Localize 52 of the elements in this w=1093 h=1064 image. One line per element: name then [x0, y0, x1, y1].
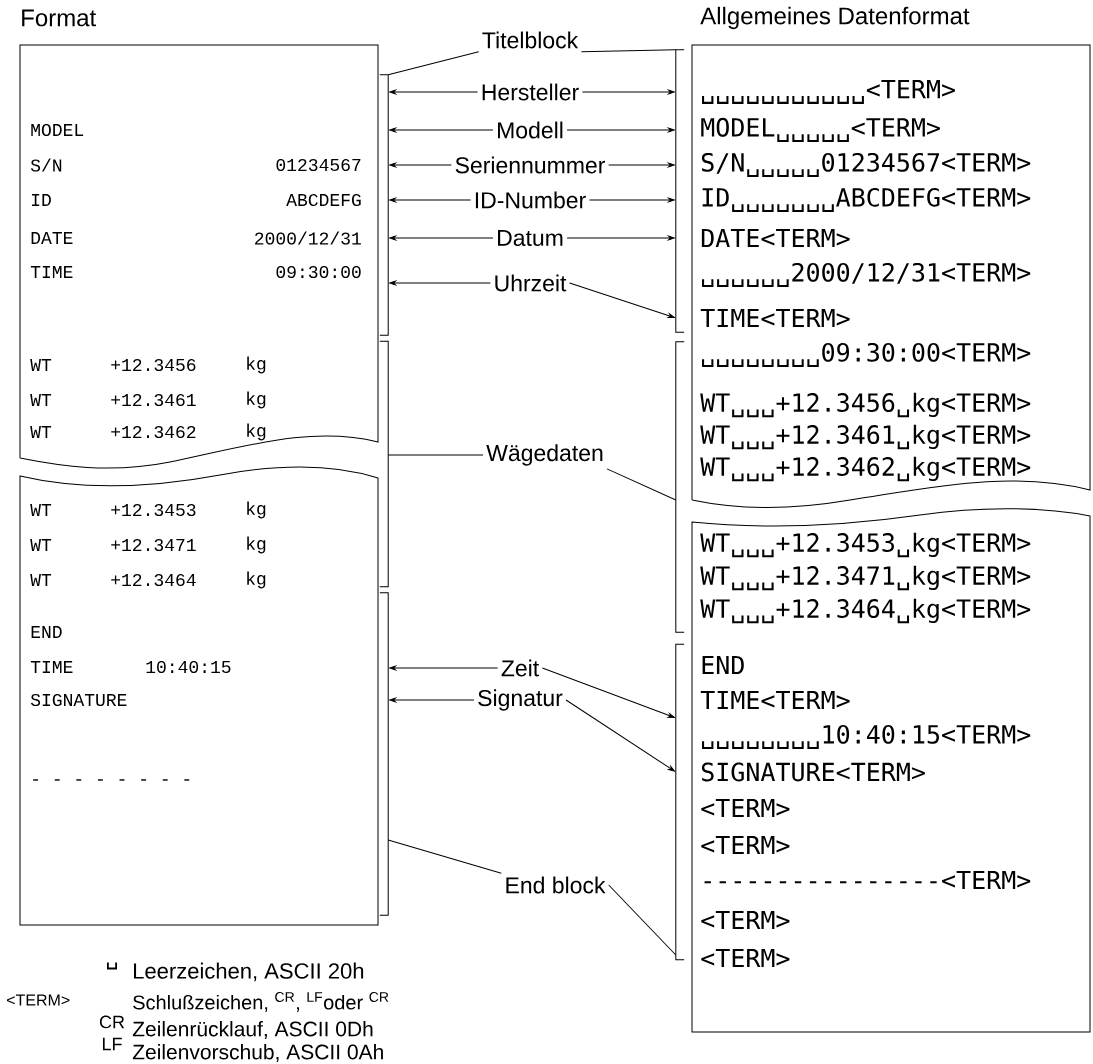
bracket	[675, 49, 685, 333]
callout-label: Hersteller	[482, 83, 579, 101]
bracket	[379, 592, 389, 916]
arrow	[569, 282, 675, 319]
leader-line	[387, 454, 484, 456]
bracket	[379, 74, 389, 336]
arrow	[389, 280, 491, 286]
callout-label: ID-Number	[475, 191, 586, 209]
leader-line	[387, 51, 480, 76]
arrow	[566, 235, 675, 241]
legend-text: Zeilenvorschub, ASCII 0Ah	[132, 1044, 383, 1062]
arrow	[389, 697, 475, 703]
heading: Allgemeines Datenformat	[700, 6, 970, 30]
callout-label: Titelblock	[482, 31, 579, 49]
arrow	[566, 127, 675, 133]
symbol-text: CR	[99, 1015, 125, 1029]
arrow	[608, 162, 675, 168]
bracket	[675, 341, 685, 633]
callout-label: Signatur	[478, 689, 563, 711]
callout-label: Uhrzeit	[495, 274, 567, 292]
arrow	[581, 89, 675, 95]
receipt-paper: MODEL S/N 01234567 ID ABCDEFG DATE 2000/12/31 TIME 09:30:00 WT +12.3456 kg WT +12.3461 kg WT +12.3462 kg	[19, 44, 379, 469]
data-sheet: WT␣␣␣+12.3453␣kg<TERM> WT␣␣␣+12.3471␣kg<TERM> WT␣␣␣+12.3464␣kg<TERM> END TIME<TERM> ␣␣␣␣␣␣␣␣10:40:15<TERM> SIGNATURE<TERM> <TERM> <TERM> ----------------<TERM> <TERM> <TERM>	[691, 508, 1091, 1033]
arrow	[389, 89, 479, 95]
data-sheet: ␣␣␣␣␣␣␣␣␣␣␣<TERM> MODEL␣␣␣␣␣<TERM> S/N␣␣␣␣␣01234567<TERM> ID␣␣␣␣␣␣␣ABCDEFG<TERM> DATE<TERM> ␣␣␣␣␣␣2000/12/31<TERM> TIME<TERM> ␣␣␣␣␣␣␣␣09:30:00<TERM> WT␣␣␣+12.3456␣kg<TERM> WT␣␣␣+12.3461␣kg<TERM> WT␣␣␣+12.3462␣kg<TERM>	[691, 44, 1091, 509]
leader-line	[608, 884, 677, 956]
leader-line	[387, 839, 502, 874]
bracket	[675, 643, 685, 961]
callout-label: End block	[506, 876, 606, 894]
callout-label: Seriennummer	[455, 156, 605, 174]
bracket	[379, 340, 389, 588]
arrow	[541, 667, 675, 718]
arrow	[389, 197, 472, 203]
arrow	[389, 235, 494, 241]
symbol-text: <TERM>	[7, 994, 70, 1006]
callout-label: Wägedaten	[486, 444, 603, 466]
arrow	[389, 127, 494, 133]
callout-label: Zeit	[501, 659, 539, 677]
arrow	[588, 197, 675, 203]
legend-text: Zeilenrücklauf, ASCII 0Dh	[132, 1021, 373, 1039]
legend-text: Schlußzeichen, $^{CR}$, $^{LF}$oder $^{CR}$	[133, 992, 389, 1012]
arrow	[389, 162, 452, 168]
leader-line	[580, 49, 677, 53]
symbol-text: LF	[103, 1037, 122, 1051]
callout-label: Datum	[498, 229, 563, 246]
legend-text: Leerzeichen, ASCII 20h	[134, 962, 364, 982]
receipt-paper: WT +12.3453 kg WT +12.3471 kg WT +12.3464 kg END TIME 10:40:15 SIGNATURE - - - - - - - -	[19, 466, 379, 926]
arrow	[389, 665, 499, 671]
callout-label: Modell	[498, 121, 563, 139]
leader-line	[606, 468, 677, 501]
space-symbol: ␣	[107, 962, 117, 970]
arrow	[565, 699, 675, 772]
